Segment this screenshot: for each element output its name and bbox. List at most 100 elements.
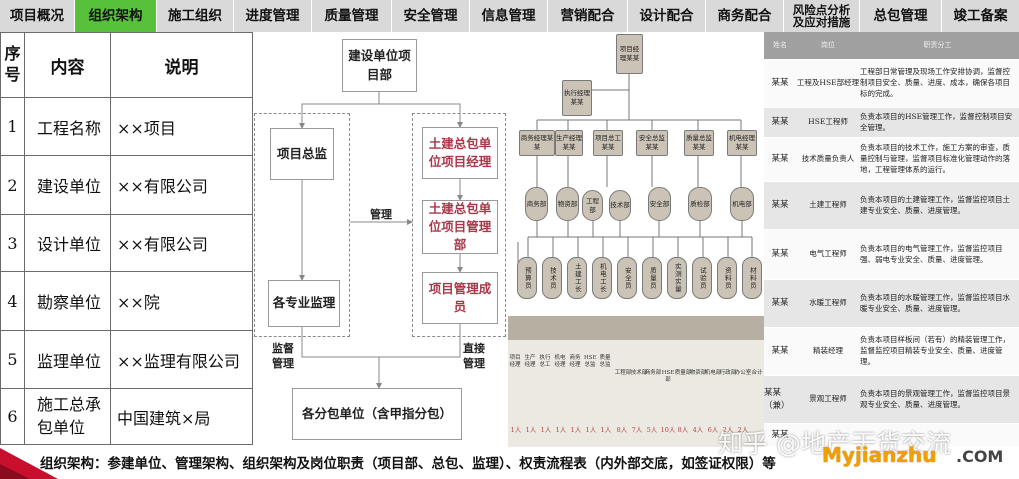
tab-gc-management[interactable]: 总包管理 [860, 0, 942, 32]
duty-name: 某某 [771, 78, 789, 89]
node-staff: 试验员 [692, 257, 712, 299]
staff-count: 1人 [600, 426, 612, 434]
duty-desc: 负责本项目样板间（若有）的精装管理工作，监督监控项目精装专业安全、质量、进度管理… [860, 335, 1010, 366]
duty-name: 某某 [771, 200, 789, 211]
tab-completion[interactable]: 竣工备案 [942, 0, 1019, 32]
cell-index: 5 [0, 330, 25, 389]
duty-name: 某某 [771, 346, 789, 357]
watermark-site: Myjianzhu [822, 443, 937, 467]
staff-header: 合计 [751, 370, 763, 376]
red-corner-decoration [0, 448, 58, 479]
staff-header: 办公室 [734, 370, 752, 376]
header-index: 序号 [0, 32, 25, 98]
duty-role: 电气工程师 [809, 249, 847, 259]
duty-row: 某某 HSE工程师 负责本项目的HSE管理工作，监督控制项目安全管理。 [764, 108, 1019, 138]
box-owner: 建设单位项目部 [342, 39, 417, 92]
box-gc-manager: 土建总包单位项目经理 [422, 127, 498, 179]
duty-header: 姓名 [773, 41, 787, 50]
table-header-row: 序号 内容 说明 [0, 32, 253, 98]
cell-item: 工程名称 [24, 97, 111, 156]
tab-org-structure[interactable]: 组织架构 [75, 0, 157, 32]
cell-index: 3 [0, 214, 25, 272]
tab-commercial[interactable]: 商务配合 [706, 0, 784, 32]
duty-header-row: 姓名 岗位 职责分工 [764, 32, 1019, 60]
cell-desc: ××有限公司 [110, 214, 253, 272]
company-org-tree: 项目经理某某 执行经理某某 商务经理某某 生产经理某某 项目总工某某 安全总监某… [508, 32, 764, 447]
project-org-chart: 建设单位项目部 项目总监 土建总包单位项目经理 土建总包单位项目管理部 项目管理… [252, 32, 507, 447]
header-desc: 说明 [110, 32, 253, 98]
cell-index: 1 [0, 97, 25, 156]
top-tab-bar: 项目概况 组织架构 施工组织 进度管理 质量管理 安全管理 信息管理 营销配合 … [0, 0, 1019, 32]
staff-count: 1人 [525, 426, 537, 434]
tab-project-overview[interactable]: 项目概况 [0, 0, 75, 32]
staff-count: 1人 [540, 426, 552, 434]
cell-index: 4 [0, 271, 25, 331]
duty-name: 某某 [771, 154, 789, 165]
supervision-group [254, 113, 350, 337]
node-staff: 质量员 [642, 257, 662, 299]
node-manager: 安全总监某某 [636, 130, 668, 156]
staff-header: 质量总监 [599, 355, 611, 368]
tab-schedule[interactable]: 进度管理 [234, 0, 312, 32]
node-manager: 生产经理某某 [555, 130, 583, 156]
label-manage: 管理 [370, 208, 392, 221]
duty-name: 某某 [771, 249, 789, 260]
cell-item: 施工总承包单位 [24, 388, 111, 445]
cell-desc: ××院 [110, 271, 253, 331]
gc-group [412, 113, 506, 337]
duty-desc: 工程部日常管理及现场工作安排协调，监督控制项目安全、质量、进度、成本，确保各项目… [860, 67, 1010, 98]
node-manager: 机电经理某某 [727, 130, 757, 156]
box-gc-members: 项目管理成员 [422, 272, 498, 324]
duty-table: 姓名 岗位 职责分工 某某 工程及HSE部经理 工程部日常管理及现场工作安排协调… [764, 32, 1019, 447]
duty-desc: 负责本项目的电气管理工作，监督监控项目强、弱电专业安全、质量、进度管理。 [860, 243, 1003, 264]
staff-count: 6人 [707, 426, 719, 434]
node-exec-manager: 执行经理某某 [562, 80, 592, 116]
node-staff: 实测实量 [667, 257, 687, 299]
tab-marketing[interactable]: 营销配合 [548, 0, 628, 32]
duty-desc: 负责本项目的HSE管理工作，监督控制项目安全管理。 [860, 111, 1013, 132]
table-row: 4 勘察单位 ××院 [0, 271, 253, 331]
cell-desc: 中国建筑×局 [110, 388, 253, 445]
tab-risk[interactable]: 风险点分析及应对措施 [784, 0, 860, 32]
staff-header: HSE总监 [584, 355, 597, 368]
staff-header: 行政部 [719, 370, 737, 376]
staff-header: 商务经理 [569, 355, 581, 368]
table-row: 1 工程名称 ××项目 [0, 97, 253, 156]
staff-count: 8人 [677, 426, 689, 434]
duty-role: HSE工程师 [808, 117, 848, 127]
staff-header: 机电经理 [554, 355, 566, 368]
cell-item: 设计单位 [24, 214, 111, 272]
box-gc-dept: 土建总包单位项目管理部 [422, 200, 498, 254]
duty-desc: 负责本项目的技术工作，施工方案的审查，质量控制与管理，监督项目标准化管理动作的落… [860, 143, 1010, 174]
duty-role: 土建工程师 [809, 200, 847, 210]
label-supervise: 监督管理 [272, 342, 294, 370]
node-dept: 技术部 [609, 190, 631, 221]
duty-row: 某某 技术质量负责人 负责本项目的技术工作，施工方案的审查，质量控制与管理，监督… [764, 138, 1019, 182]
duty-role: 工程及HSE部经理 [796, 78, 860, 88]
tab-construction-org[interactable]: 施工组织 [157, 0, 234, 32]
tab-quality[interactable]: 质量管理 [312, 0, 392, 32]
tab-design[interactable]: 设计配合 [628, 0, 706, 32]
node-staff: 土建工长 [567, 257, 587, 299]
staff-header: 执行总工 [539, 355, 551, 368]
table-row: 2 建设单位 ××有限公司 [0, 155, 253, 215]
staff-count: 1人 [510, 426, 522, 434]
cell-index: 2 [0, 155, 25, 215]
cell-desc: ××有限公司 [110, 155, 253, 215]
staff-header: 商务部 [644, 370, 662, 376]
label-direct: 直接管理 [463, 342, 485, 370]
node-staff: 机电工长 [592, 257, 612, 299]
staff-count: 5人 [646, 426, 658, 434]
tree-band [508, 316, 764, 340]
node-dept: 工程部 [582, 190, 603, 221]
staff-count: 1人 [555, 426, 567, 434]
node-staff: 预算员 [517, 257, 537, 299]
staff-header: 技术部 [630, 370, 648, 376]
tab-information[interactable]: 信息管理 [470, 0, 548, 32]
tab-safety[interactable]: 安全管理 [392, 0, 470, 32]
org-connectors [299, 92, 463, 389]
tree-connectors [517, 74, 753, 267]
duty-header: 岗位 [821, 41, 835, 50]
box-subcontractors: 各分包单位（含甲指分包） [292, 388, 462, 440]
duty-name: 某某 [771, 117, 789, 128]
